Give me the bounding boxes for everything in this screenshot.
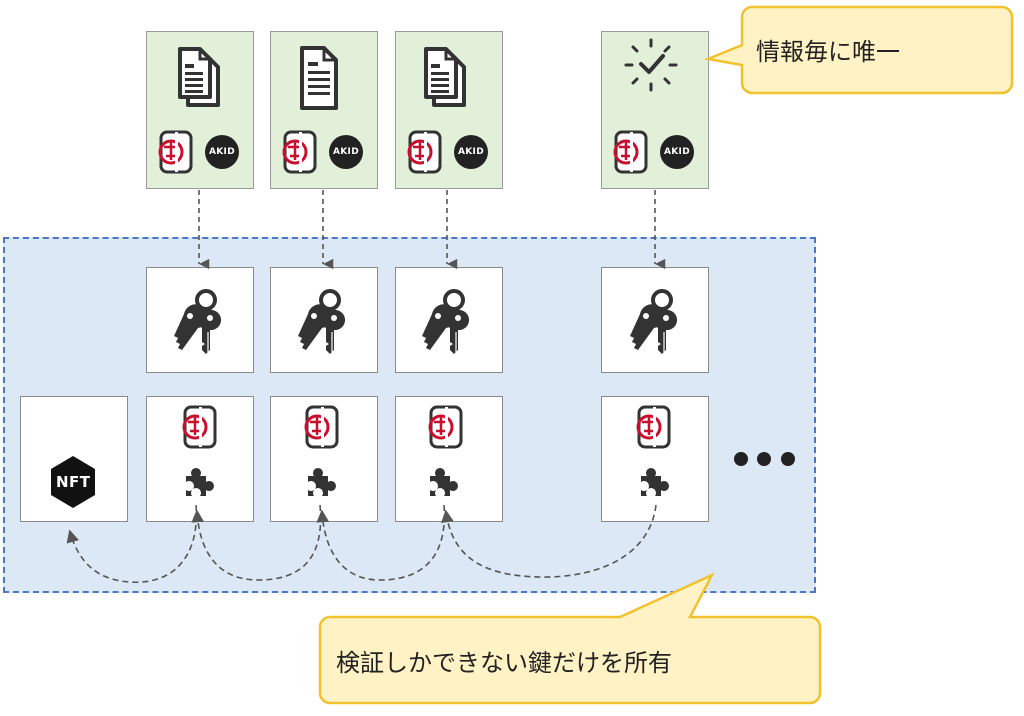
seal-stamp-icon [407,130,442,174]
akid-badge: AKID [454,135,488,169]
seal-stamp-icon [158,130,193,174]
document-icon [300,46,338,110]
seal-stamp-icon [428,405,463,449]
clock-icon [624,38,678,92]
seal-stamp-icon [282,130,317,174]
keys-icon [172,289,224,356]
chain-arrow-1 [66,504,198,583]
akid-badge: AKID [660,135,694,169]
seal-stamp-icon [613,130,648,174]
chain-arrow-4 [441,504,657,578]
puzzle-piece-icon [186,468,214,496]
akid-badge: AKID [205,135,239,169]
akid-badge: AKID [329,135,363,169]
seal-stamp-icon [304,405,339,449]
puzzle-piece-icon [430,468,458,496]
seal-stamp-icon [182,405,217,449]
nft-hex-icon [51,456,95,508]
callout-unique-text: 情報毎に唯一 [756,38,900,66]
record-box-3 [395,396,503,522]
callout-unique-shape [703,5,1014,95]
callout-ownership-shape [318,572,822,705]
puzzle-piece-icon [641,468,669,496]
chain-arrow-2 [191,504,322,581]
callout-ownership-text: 検証しかできない鍵だけを所有 [336,649,672,677]
document-stack-icon [178,47,220,107]
nft-label: NFT [56,473,91,491]
keys-icon [296,289,348,356]
puzzle-piece-icon [308,468,336,496]
seal-stamp-icon [636,405,671,449]
document-stack-icon [424,47,466,107]
ellipsis-icon [734,452,795,466]
keys-icon [628,289,680,356]
keys-icon [420,289,472,356]
chain-arrow-3 [316,504,446,581]
